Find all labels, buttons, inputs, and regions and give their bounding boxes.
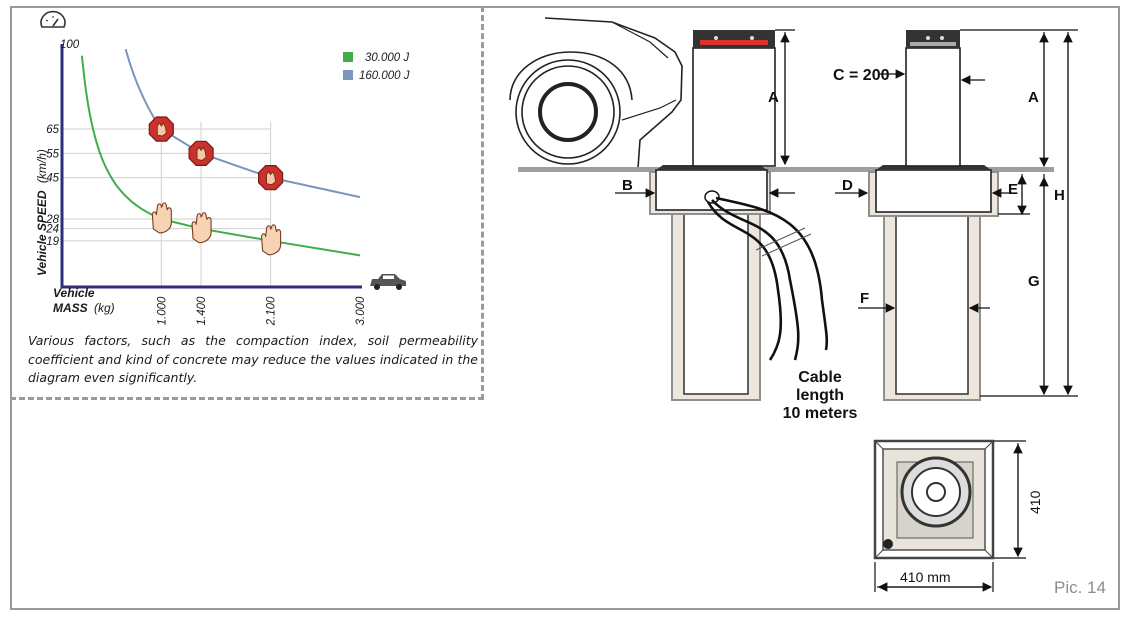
x-tick-label: 3.000 bbox=[355, 296, 367, 325]
series-line-0 bbox=[80, 55, 361, 257]
y-tick-label: 55 bbox=[46, 148, 59, 160]
y-tick-label: 65 bbox=[46, 124, 59, 136]
y-tick-label: 24 bbox=[45, 224, 59, 236]
x-tick-label: 2.100 bbox=[266, 296, 278, 326]
stop-sign-icon bbox=[258, 165, 284, 191]
y-axis-label: Vehicle SPEED (km/h) bbox=[35, 149, 49, 276]
disclaimer-note: Various factors, such as the compaction … bbox=[28, 333, 478, 385]
car-icon bbox=[370, 274, 406, 290]
chart-panel bbox=[10, 6, 484, 400]
stop-sign-icon bbox=[188, 140, 214, 166]
y-tick-label: 45 bbox=[46, 173, 59, 185]
stop-sign-icon bbox=[148, 116, 174, 142]
legend: 30.000 J 160.000 J bbox=[343, 52, 410, 82]
speedometer-icon bbox=[40, 10, 66, 28]
hand-icon bbox=[191, 212, 212, 244]
y-tick-label: 19 bbox=[46, 236, 59, 248]
legend-swatch-blue bbox=[343, 70, 353, 80]
legend-label-green: 30.000 J bbox=[365, 52, 409, 64]
legend-swatch-green bbox=[343, 52, 353, 62]
figure-frame bbox=[10, 6, 1120, 610]
hand-icon bbox=[151, 202, 172, 234]
picture-caption: Pic. 14 bbox=[1054, 578, 1106, 597]
x-tick-label: 1.000 bbox=[156, 296, 168, 325]
hand-icon bbox=[261, 224, 282, 256]
x-tick-label: 1.400 bbox=[196, 296, 208, 325]
legend-label-blue: 160.000 J bbox=[359, 70, 410, 82]
x-axis-label-line1: Vehicle bbox=[53, 286, 95, 300]
y-tick-label: 100 bbox=[60, 39, 80, 51]
y-tick-label: 28 bbox=[45, 214, 59, 226]
x-axis-label-line2: MASS (kg) bbox=[53, 301, 115, 315]
